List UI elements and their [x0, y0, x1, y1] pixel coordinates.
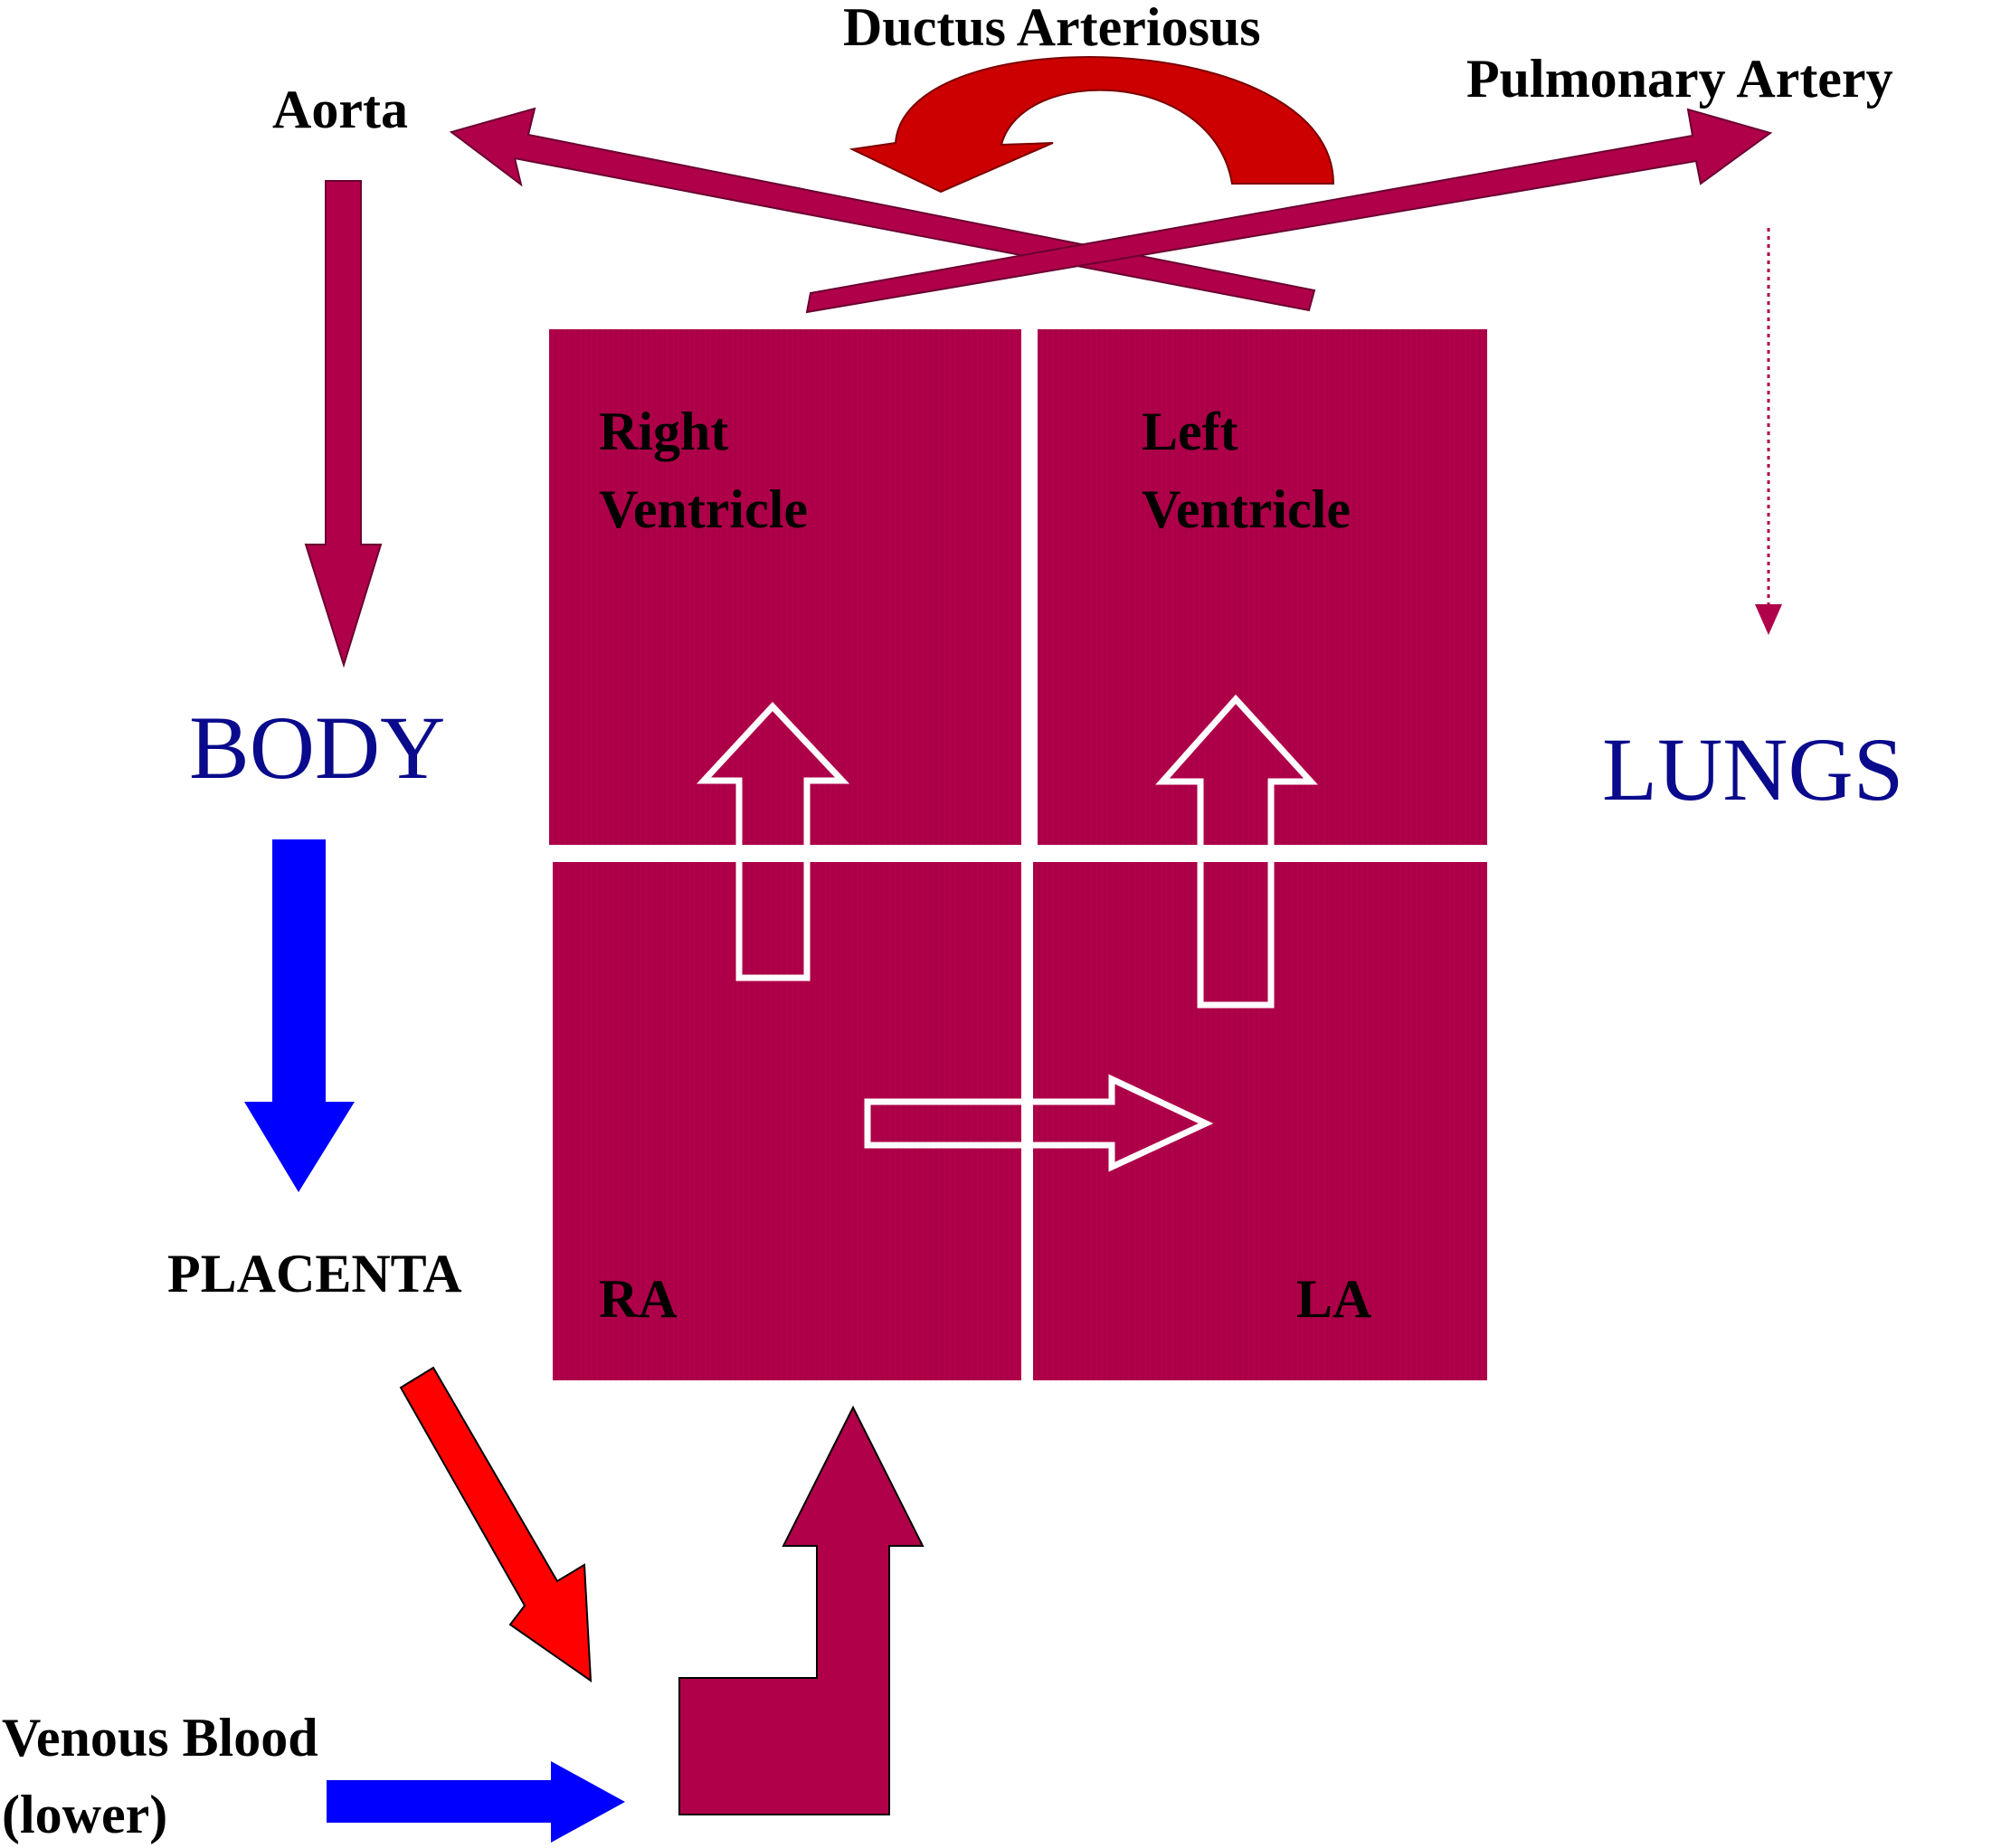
left-ventricle-chamber: [1038, 329, 1487, 845]
aorta-label: Aorta: [272, 80, 408, 139]
la-to-lv-arrow: [1155, 694, 1318, 1009]
body-to-placenta-arrow: [244, 839, 355, 1192]
venous-blood-label-line1: Venous Blood: [2, 1708, 318, 1767]
la-label: LA: [1296, 1269, 1371, 1329]
right-ventricle-label-line2: Ventricle: [599, 479, 808, 539]
pulmonary-artery-arrow: [805, 108, 1773, 314]
ductus-arteriosus-arrow: [849, 55, 1335, 194]
left-ventricle-label-line2: Ventricle: [1142, 479, 1351, 539]
right-atrium-chamber: [553, 862, 1021, 1380]
ra-label: RA: [599, 1269, 678, 1329]
body-label: BODY: [189, 697, 445, 798]
vena-cava-inflow-arrow: [678, 1405, 925, 1815]
pulmonary-to-lungs-arrow: [1755, 228, 1782, 635]
heart: [549, 329, 1487, 1380]
right-ventricle-label-line1: Right: [599, 402, 728, 461]
placenta-label: PLACENTA: [167, 1244, 462, 1303]
placenta-to-heart-arrow: [399, 1366, 593, 1682]
aorta-to-body-arrow: [304, 180, 383, 668]
right-ventricle-chamber: [549, 329, 1021, 845]
lungs-label: LUNGS: [1602, 719, 1903, 820]
pulmonary-artery-label: Pulmonary Artery: [1466, 49, 1893, 109]
ra-to-rv-arrow: [696, 701, 850, 981]
ductus-arteriosus-label: Ductus Arteriosus: [843, 0, 1261, 57]
left-atrium-chamber: [1033, 862, 1487, 1380]
intracardiac-arrows: [696, 694, 1318, 1172]
venous-blood-label-line2: (lower): [2, 1785, 167, 1844]
great-vessels: [449, 107, 1773, 314]
foramen-ovale-arrow: [864, 1074, 1214, 1172]
venous-blood-arrow: [327, 1761, 625, 1843]
left-ventricle-label-line1: Left: [1142, 402, 1238, 461]
